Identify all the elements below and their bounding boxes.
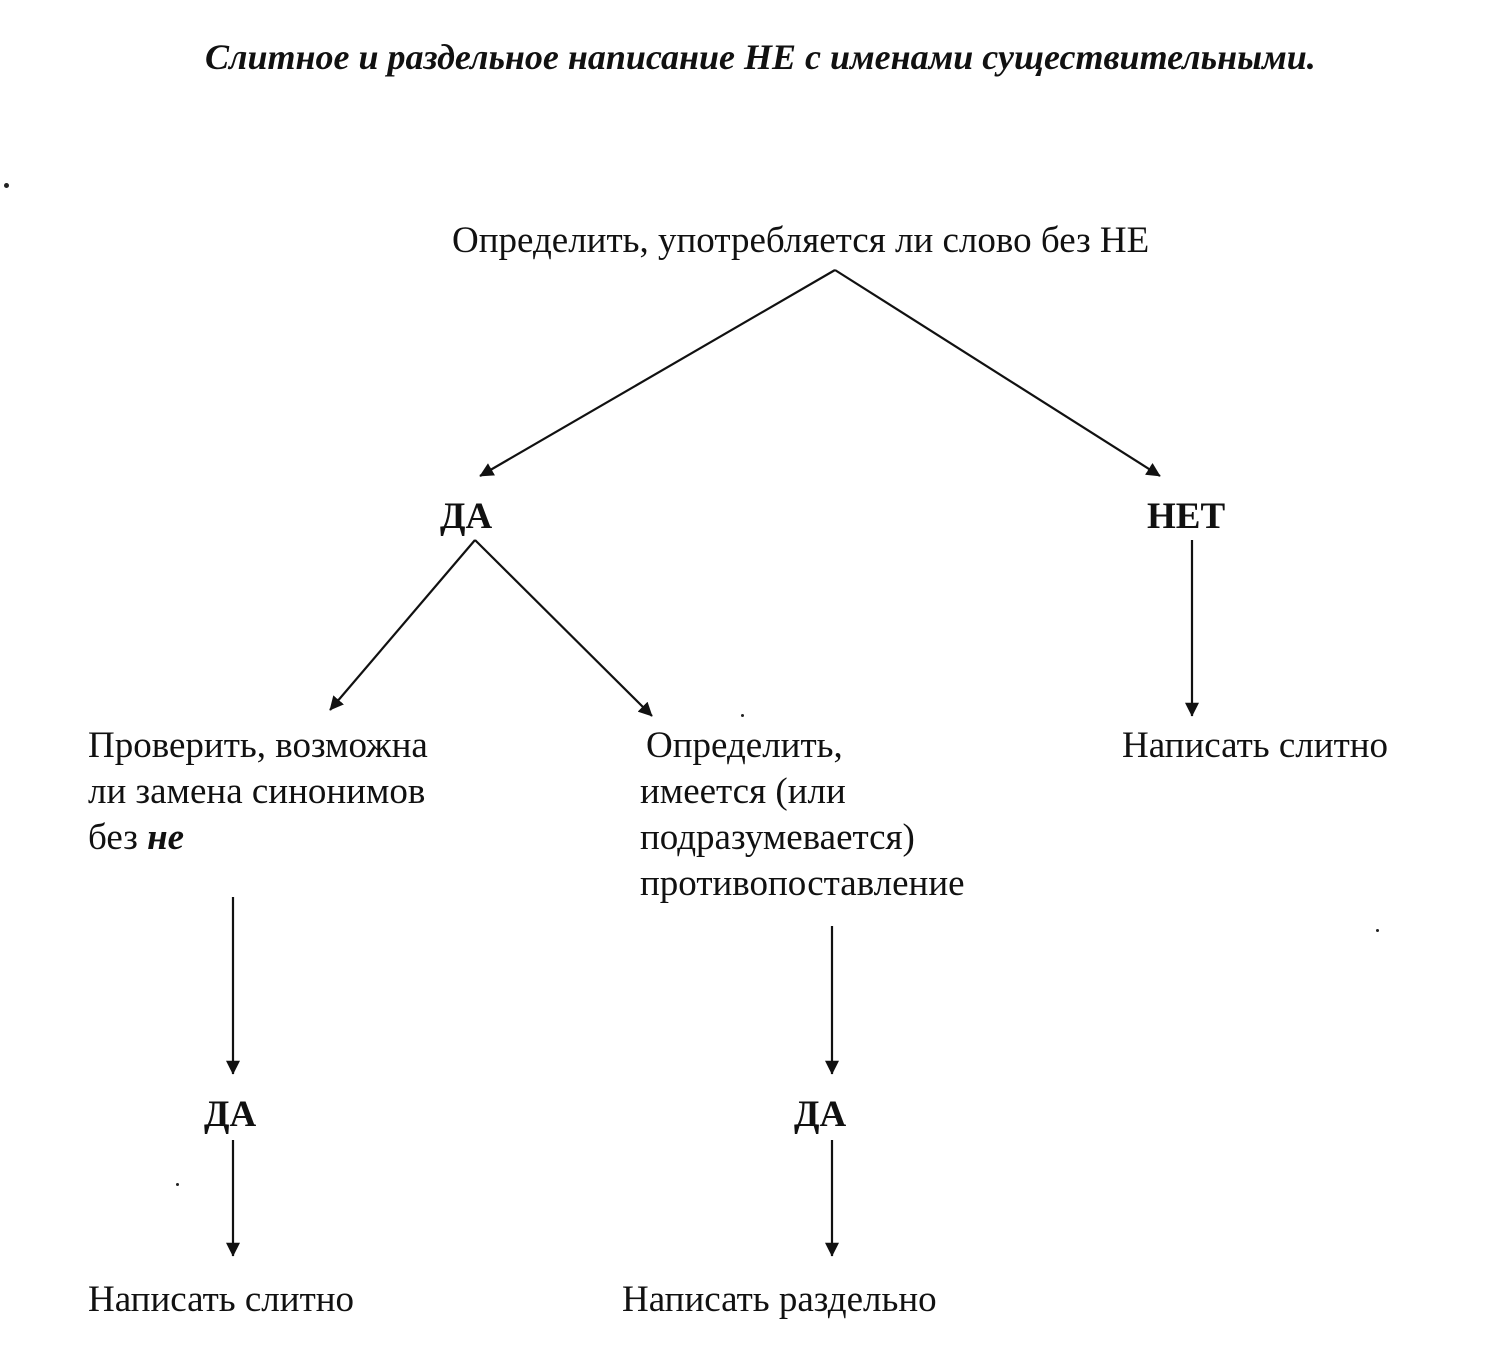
node-check-synonym-line3: без не [88,815,428,861]
node-root-question: Определить, употребляется ли слово без Н… [452,220,1150,261]
arrow-yes-to-contrast [474,539,653,717]
node-no-1: НЕТ [1147,496,1226,537]
node-check-synonym-line1: Проверить, возможна [88,725,428,766]
node-check-synonym-emphasis: не [147,817,185,858]
node-write-together-right: Написать слитно [1122,725,1389,766]
node-check-contrast-line4: противопоставление [640,863,965,904]
node-check-synonym: Проверить, возможна ли замена синонимов … [88,723,428,861]
node-check-contrast-line2: имеется (или [640,771,846,812]
scan-dot [4,183,9,188]
scan-dot [741,714,744,717]
node-yes-1: ДА [440,496,493,537]
node-yes-middle: ДА [794,1094,847,1135]
node-check-contrast-line3: подразумевается) [640,817,915,858]
node-write-together-left: Написать слитно [88,1279,355,1320]
node-check-contrast: Определить, имеется (или подразумевается… [640,723,965,907]
node-check-synonym-line2: ли замена синонимов [88,771,426,812]
arrow-yes-to-synonym [329,539,476,711]
arrow-root-to-yes [479,269,836,477]
node-yes-left: ДА [204,1094,257,1135]
node-check-synonym-prefix: без [88,817,148,858]
page-title: Слитное и раздельное написание НЕ с имен… [205,37,1316,77]
node-check-contrast-line1: Определить, [646,725,843,766]
scan-dot [1376,929,1379,932]
scan-dot [176,1183,179,1186]
arrow-root-to-no [834,269,1161,477]
node-write-separately: Написать раздельно [622,1279,937,1320]
